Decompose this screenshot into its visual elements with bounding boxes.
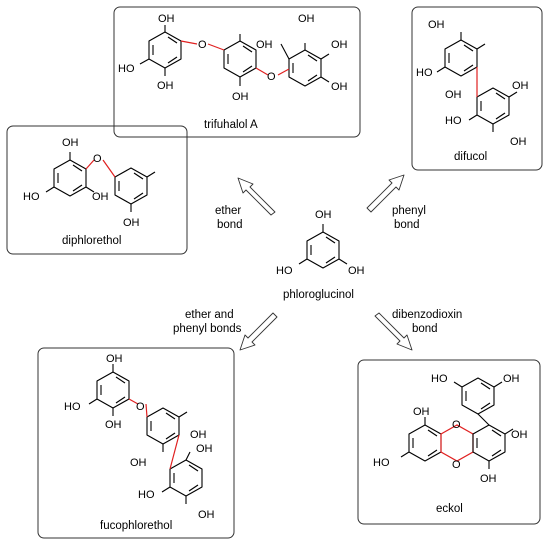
- fucophlorethol-oh-6: OH: [196, 443, 213, 455]
- arrow-dibenzodioxin-label-1: dibenzodioxin: [392, 309, 462, 321]
- phloroglucinol-name: phloroglucinol: [283, 289, 354, 301]
- diphlorethol-oh-3: OH: [92, 191, 109, 203]
- trifuhalol-ho-3: HO: [118, 63, 135, 75]
- fucophlorethol-frame: [37, 347, 235, 539]
- eckol-oh-5: OH: [511, 429, 528, 441]
- trifuhalol-oh-7: OH: [331, 81, 348, 93]
- arrow-ether-phenyl: [239, 312, 278, 351]
- difucol-oh-1: OH: [428, 19, 445, 31]
- trifuhalol-o1: O: [198, 39, 207, 51]
- fucophlorethol-oh-8: OH: [198, 509, 215, 521]
- eckol-frame: [357, 359, 541, 525]
- arrow-ether-label-2: bond: [217, 219, 243, 231]
- fucophlorethol-oh-4: OH: [190, 429, 207, 441]
- arrow-ether-phenyl-label-2: phenyl bonds: [173, 323, 242, 335]
- arrow-phenyl-label-2: bond: [394, 219, 420, 231]
- fucophlorethol-structure: [88, 364, 203, 504]
- fucophlorethol-oh-1: OH: [106, 353, 123, 365]
- trifuhalol-frame: [113, 6, 361, 138]
- eckol-o1: O: [452, 419, 461, 431]
- fucophlorethol-ho-2: HO: [64, 401, 81, 413]
- phloroglucinol-oh-3: OH: [348, 265, 365, 277]
- arrow-ether: [237, 177, 276, 216]
- phloroglucinol-structure: [298, 224, 348, 269]
- fucophlorethol-o: O: [136, 401, 145, 413]
- arrow-phenyl-label-1: phenyl: [392, 205, 426, 217]
- eckol-ho-1: HO: [431, 373, 448, 385]
- eckol-name: eckol: [436, 503, 463, 515]
- diphlorethol-ho-2: HO: [23, 191, 40, 203]
- arrow-dibenzodioxin-label-2: bond: [412, 323, 438, 335]
- trifuhalol-oh-4: OH: [157, 80, 174, 92]
- eckol-oh-6: OH: [480, 473, 497, 485]
- eckol-o2: O: [452, 459, 461, 471]
- trifuhalol-oh-2: OH: [256, 39, 273, 51]
- eckol-ho-4: HO: [373, 457, 390, 469]
- difucol-frame: [411, 6, 543, 171]
- diphlorethol-frame: [6, 125, 188, 255]
- difucol-ho-2: HO: [416, 67, 433, 79]
- trifuhalol-structure: O O OH OH HO OH OH OH OH OH: [118, 13, 348, 103]
- diphlorethol-structure: [45, 152, 156, 212]
- diphlorethol-name: diphlorethol: [62, 235, 121, 247]
- fucophlorethol-oh-3: OH: [105, 419, 122, 431]
- eckol-oh-3: OH: [413, 406, 430, 418]
- trifuhalol-name: trifuhalol A: [204, 119, 258, 131]
- diphlorethol-oh-4: OH: [123, 217, 140, 229]
- fucophlorethol-name: fucophlorethol: [100, 520, 172, 532]
- diphlorethol-o: O: [93, 153, 102, 165]
- phloroglucinol-oh-1: OH: [315, 209, 332, 221]
- fucophlorethol-ho-7: HO: [138, 489, 155, 501]
- trifuhalol-o2: O: [267, 71, 276, 83]
- difucol-oh-3: OH: [445, 89, 462, 101]
- phloroglucinol-ho-2: HO: [276, 265, 293, 277]
- difucol-oh-4: OH: [512, 80, 529, 92]
- trifuhalol-oh-8: OH: [232, 91, 249, 103]
- arrow-dibenzodioxin: [374, 312, 413, 351]
- trifuhalol-oh-6: OH: [331, 39, 348, 51]
- arrow-ether-phenyl-label-1: ether and: [185, 309, 234, 321]
- difucol-ho-5: HO: [445, 115, 462, 127]
- difucol-name: difucol: [454, 151, 487, 163]
- trifuhalol-oh-5: OH: [298, 13, 315, 25]
- arrow-ether-label-1: ether: [215, 205, 241, 217]
- eckol-oh-2: OH: [503, 373, 520, 385]
- difucol-oh-6: OH: [510, 136, 527, 148]
- trifuhalol-oh-1: OH: [158, 13, 175, 25]
- fucophlorethol-oh-5: OH: [130, 457, 147, 469]
- diphlorethol-oh-1: OH: [62, 137, 79, 149]
- eckol-structure: [400, 377, 514, 469]
- difucol-structure: [436, 32, 518, 132]
- arrow-phenyl: [366, 174, 405, 213]
